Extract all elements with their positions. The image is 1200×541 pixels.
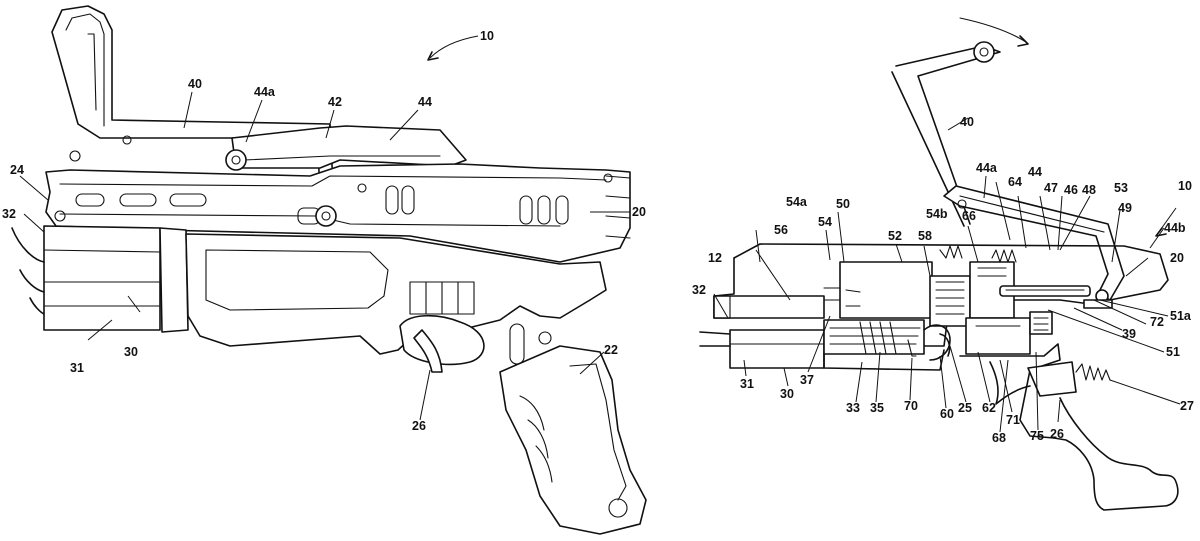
- right-barrel-section-shape: [823, 319, 945, 371]
- label-37-right: 37: [800, 373, 814, 387]
- label-31-left: 31: [70, 361, 84, 375]
- label-71-right: 71: [1006, 413, 1020, 427]
- label-10-right: 10: [1178, 179, 1192, 193]
- label-32-right: 32: [692, 283, 706, 297]
- label-31-right: 31: [740, 377, 754, 391]
- label-70-right: 70: [904, 399, 918, 413]
- label-22-left: 22: [604, 343, 618, 357]
- label-50-right: 50: [836, 197, 850, 211]
- label-44a-right: 44a: [976, 161, 998, 175]
- label-51-right: 51: [1166, 345, 1180, 359]
- label-33-right: 33: [846, 401, 860, 415]
- label-10-left: 10: [480, 29, 494, 43]
- label-75-right: 75: [1030, 429, 1044, 443]
- label-12-right: 12: [708, 251, 722, 265]
- label-20-left: 20: [632, 205, 646, 219]
- label-62-right: 62: [982, 401, 996, 415]
- label-26-right: 26: [1050, 427, 1064, 441]
- label-44-left: 44: [418, 95, 432, 109]
- label-40-left: 40: [188, 77, 202, 91]
- label-39-right: 39: [1122, 327, 1136, 341]
- label-44a-left: 44a: [254, 85, 276, 99]
- label-66-right: 66: [962, 209, 976, 223]
- label-46-right: 46: [1064, 183, 1078, 197]
- right-plunger-shape: [823, 261, 1113, 327]
- right-section-drawing: [699, 17, 1179, 511]
- label-68-right: 68: [992, 431, 1006, 445]
- lower-frame-shape: [185, 233, 607, 373]
- body-housing-shape: [45, 163, 631, 263]
- label-47-right: 47: [1044, 181, 1058, 195]
- label-56-right: 56: [774, 223, 788, 237]
- label-30-right: 30: [780, 387, 794, 401]
- label-48-right: 48: [1082, 183, 1096, 197]
- label-54-right: 54: [818, 215, 832, 229]
- label-49-right: 49: [1118, 201, 1132, 215]
- grip-22-shape: [499, 345, 647, 535]
- right-link-44-shape: [943, 185, 1125, 303]
- label-52-right: 52: [888, 229, 902, 243]
- label-40-right: 40: [960, 115, 974, 129]
- handle-40-shape: [51, 5, 335, 207]
- label-60-right: 60: [940, 407, 954, 421]
- label-32-left: 32: [2, 207, 16, 221]
- label-44b-right: 44b: [1164, 221, 1186, 235]
- label-35-right: 35: [870, 401, 884, 415]
- label-54a-right: 54a: [786, 195, 808, 209]
- left-labels: 10 40 44a 42 44 24 32 20 22 31 30 26: [2, 29, 646, 433]
- label-42-left: 42: [328, 95, 342, 109]
- label-51a-right: 51a: [1170, 309, 1192, 323]
- right-spring-66-shape: [939, 245, 1017, 263]
- label-30-left: 30: [124, 345, 138, 359]
- right-trigger-grip-shape: [989, 361, 1179, 511]
- barrel-assembly-shape: [11, 225, 189, 333]
- right-mechanism-shape: [923, 311, 1061, 439]
- label-20-right: 20: [1170, 251, 1184, 265]
- label-72-right: 72: [1150, 315, 1164, 329]
- label-53-right: 53: [1114, 181, 1128, 195]
- label-58-right: 58: [918, 229, 932, 243]
- label-54b-right: 54b: [926, 207, 948, 221]
- label-44-right: 44: [1028, 165, 1042, 179]
- label-27-right: 27: [1180, 399, 1194, 413]
- right-labels: 40 44a 44 64 47 46 48 53 49 44b 20 50 54…: [692, 115, 1194, 445]
- label-64-right: 64: [1008, 175, 1022, 189]
- left-blaster-drawing: [11, 5, 647, 535]
- label-26-left: 26: [412, 419, 426, 433]
- leader-lines: [19, 35, 1181, 433]
- label-25-right: 25: [958, 401, 972, 415]
- label-24-left: 24: [10, 163, 24, 177]
- link-44-shape: [225, 125, 467, 171]
